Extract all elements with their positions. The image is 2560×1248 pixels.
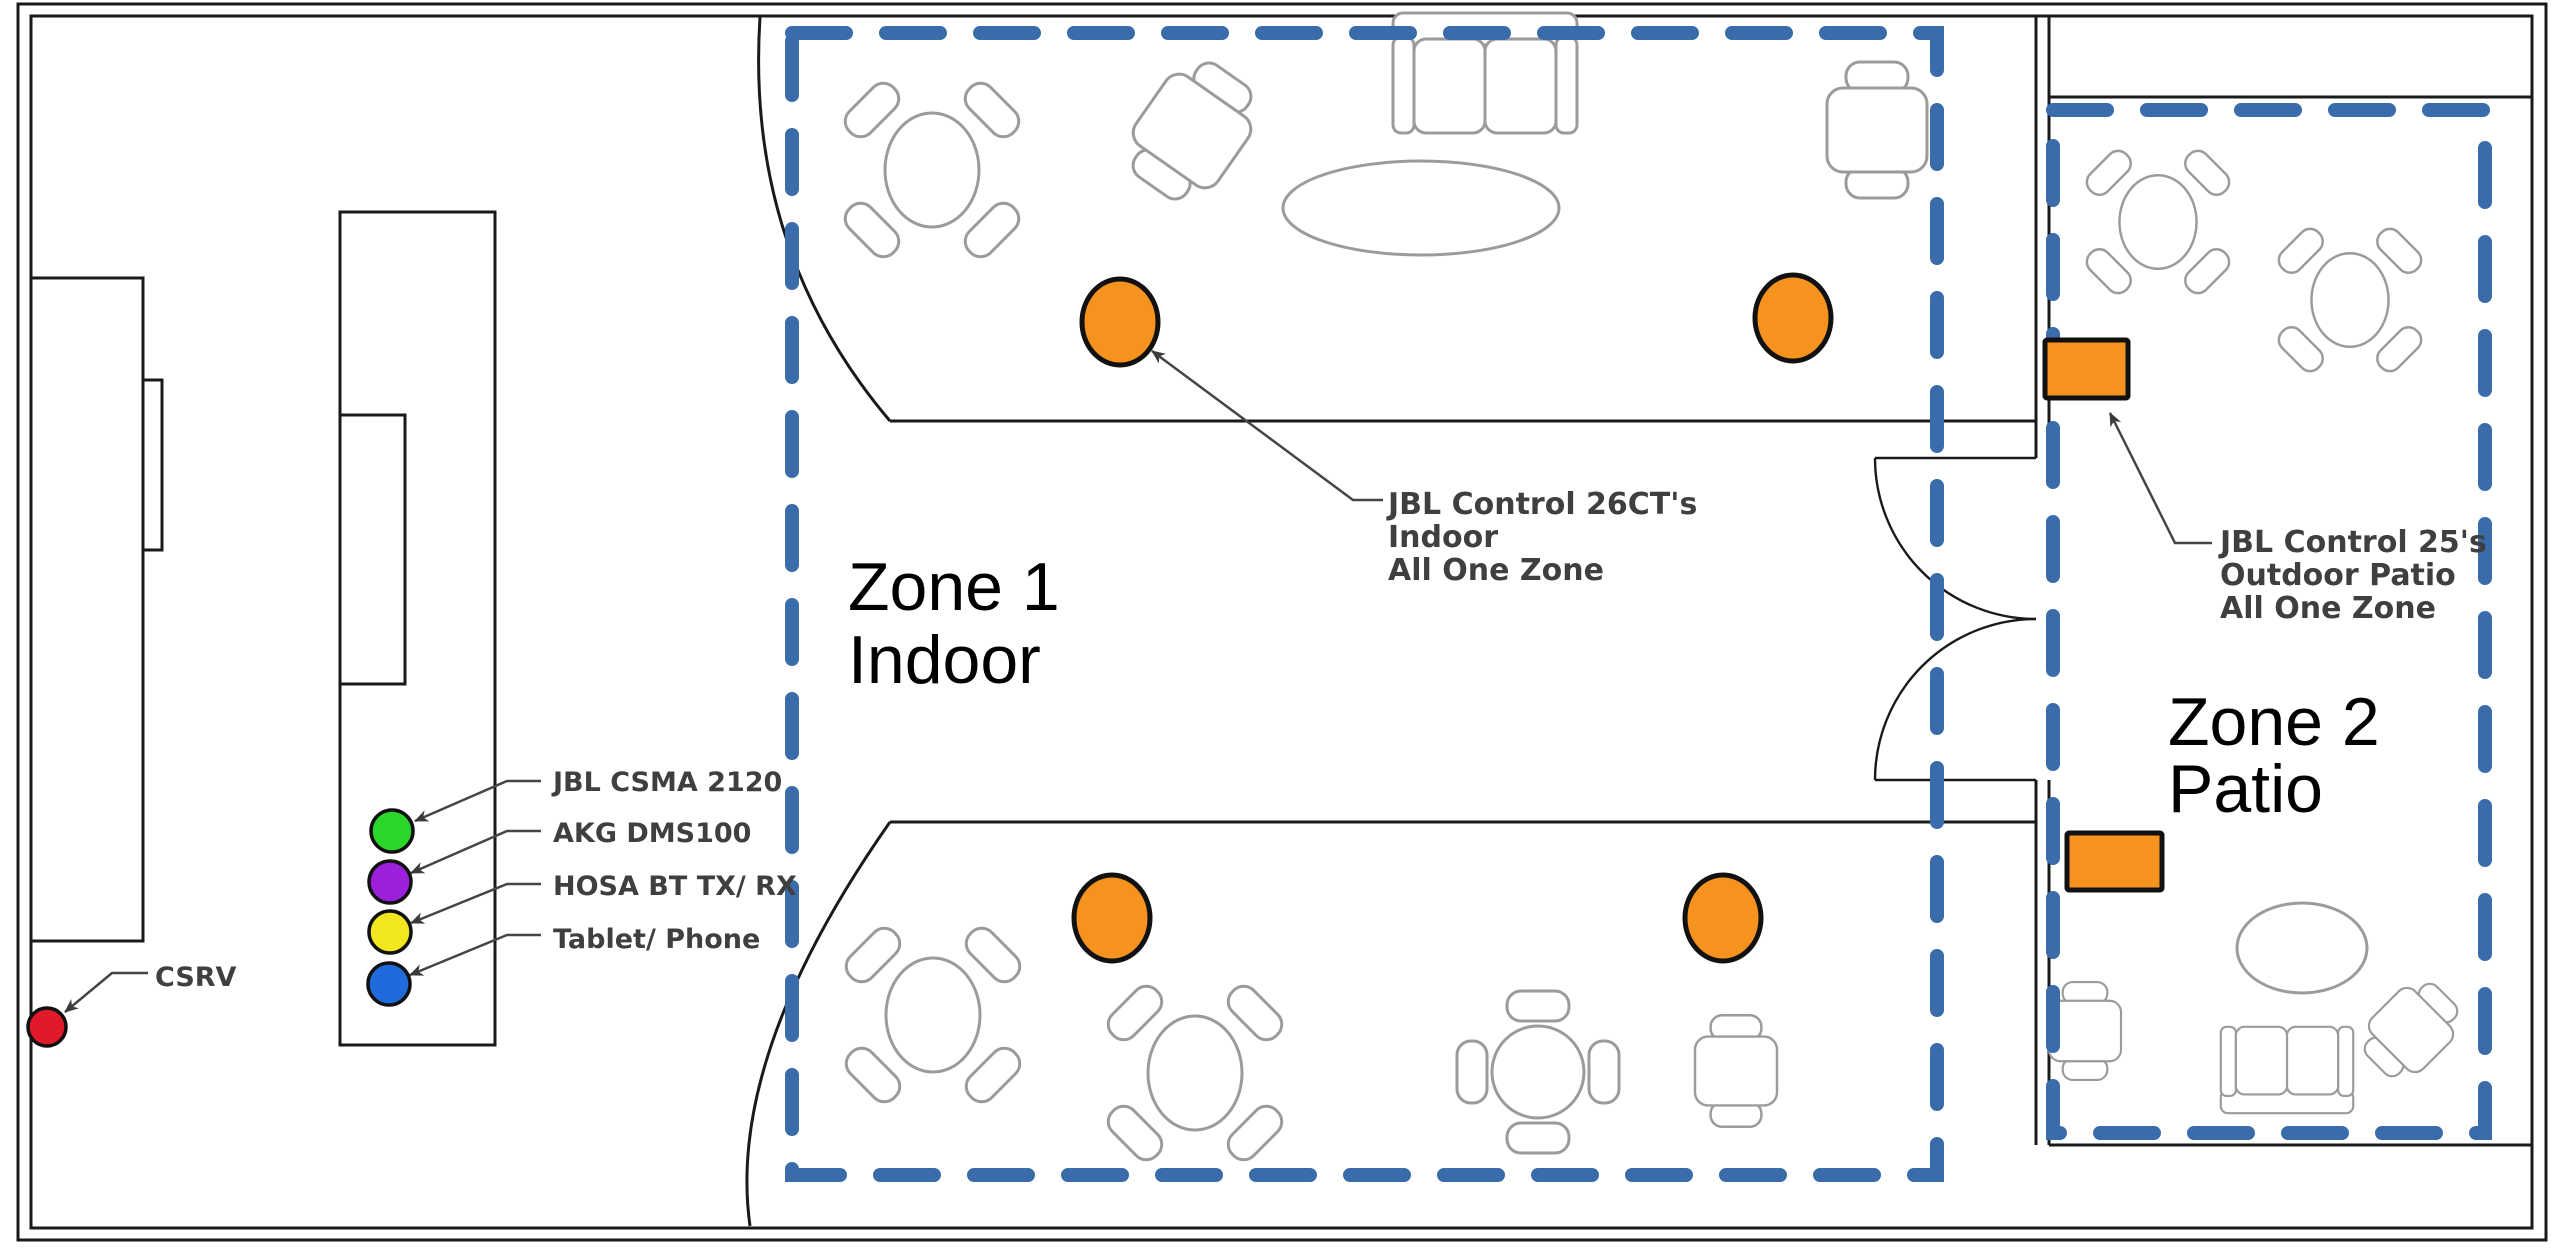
legend-item-label: HOSA BT TX/ RX bbox=[553, 871, 797, 902]
dining-table bbox=[840, 922, 1025, 1107]
leader-arrow bbox=[409, 933, 541, 977]
leader-arrow bbox=[410, 882, 541, 925]
leader-arrow bbox=[64, 971, 148, 1013]
oval-table bbox=[1281, 159, 1561, 257]
zone-2-subtitle: Patio bbox=[2168, 751, 2323, 827]
dining-table bbox=[1102, 980, 1287, 1165]
legend-dots bbox=[26, 808, 415, 1048]
patio-armchair bbox=[2349, 968, 2473, 1092]
ceiling-speaker-icon bbox=[1079, 276, 1161, 368]
armchair bbox=[1110, 45, 1274, 217]
jbl-csma-2120-dot-icon bbox=[369, 808, 415, 854]
labels: Zone 1 Indoor Zone 2 Patio JBL Control 2… bbox=[155, 487, 2487, 993]
leader-lines bbox=[64, 349, 2212, 1013]
outer-wall bbox=[16, 2, 2548, 1242]
patio-table bbox=[2274, 224, 2426, 376]
tablet-phone-dot-icon bbox=[366, 961, 412, 1007]
legend-item-label: JBL CSMA 2120 bbox=[551, 767, 782, 798]
leader-arrow bbox=[414, 779, 541, 823]
equipment-rack-shelf bbox=[338, 413, 407, 686]
patio-sofa bbox=[2219, 1025, 2355, 1115]
csrv-dot-icon bbox=[26, 1006, 68, 1048]
lower-curved-wall bbox=[745, 821, 892, 1227]
surface-speaker-icon bbox=[2042, 337, 2131, 401]
door-swing-arc-bottom bbox=[1873, 617, 2037, 781]
surface-speaker-icon bbox=[2064, 830, 2165, 893]
ceiling-speaker-icon bbox=[1071, 872, 1153, 964]
csrv-label: CSRV bbox=[155, 962, 237, 993]
armchair bbox=[1693, 1014, 1779, 1128]
zone-1-speaker-note-line: All One Zone bbox=[1388, 553, 1604, 588]
zone-1-subtitle: Indoor bbox=[848, 622, 1041, 698]
ceiling-speaker-icon bbox=[1682, 872, 1764, 964]
armchair bbox=[1825, 60, 1929, 200]
legend-item-label: Tablet/ Phone bbox=[553, 924, 760, 955]
zone-2-speakers bbox=[2042, 337, 2165, 893]
bar-counter bbox=[29, 276, 145, 943]
zone-2-boundary bbox=[2046, 103, 2492, 1140]
zone-1-title: Zone 1 bbox=[848, 549, 1060, 625]
legend-item-label: AKG DMS100 bbox=[553, 818, 751, 849]
zone-1-boundary bbox=[785, 26, 1944, 1182]
patio-oval-table bbox=[2235, 901, 2369, 995]
leader-arrow bbox=[410, 829, 541, 875]
zone-2-speaker-note-line: JBL Control 25's bbox=[2218, 525, 2487, 560]
zone-2-speaker-note-line: Outdoor Patio bbox=[2220, 558, 2456, 593]
ceiling-speaker-icon bbox=[1752, 272, 1834, 364]
zone-1-speaker-note-line: Indoor bbox=[1388, 520, 1498, 555]
hosa-bt-dot-icon bbox=[367, 909, 413, 955]
dining-table bbox=[1457, 991, 1619, 1153]
zone-1-speakers bbox=[1071, 272, 1834, 964]
zone-2-speaker-note-line: All One Zone bbox=[2220, 591, 2436, 626]
akg-dms100-dot-icon bbox=[367, 859, 413, 905]
zone-2-title: Zone 2 bbox=[2168, 684, 2380, 760]
double-door bbox=[1873, 456, 2037, 782]
bar-counter-ledge bbox=[141, 378, 164, 552]
door-swing-arc-top bbox=[1873, 457, 2037, 621]
patio-table bbox=[2082, 146, 2234, 298]
leader-arrow bbox=[2108, 412, 2212, 545]
dining-table bbox=[839, 77, 1024, 262]
zone-1-speaker-note-line: JBL Control 26CT's bbox=[1386, 487, 1697, 522]
furniture bbox=[839, 11, 2473, 1166]
leader-arrow bbox=[1151, 349, 1383, 502]
